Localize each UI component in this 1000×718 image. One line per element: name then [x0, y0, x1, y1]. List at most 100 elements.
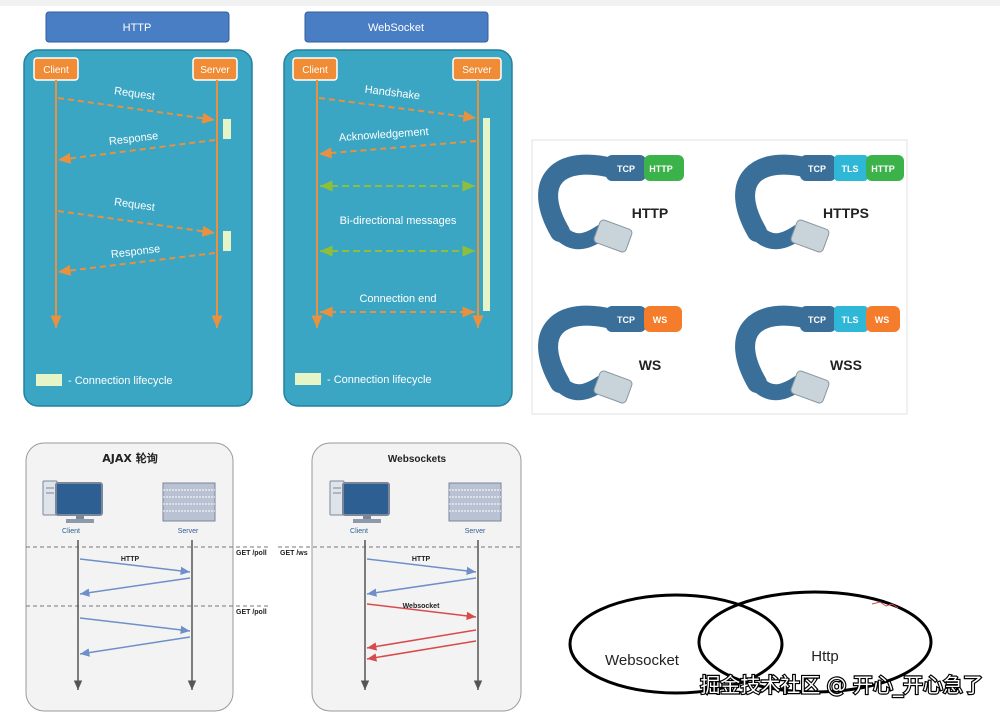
- segment-tcp-label: TCP: [617, 164, 635, 174]
- wsock-http-label: HTTP: [412, 556, 431, 563]
- cables-panel-bg: [531, 139, 908, 415]
- cable-body: [735, 305, 819, 393]
- segment-tcp-label: TCP: [617, 315, 635, 325]
- cable-caption: HTTP: [632, 205, 669, 221]
- ws-ack-arrow: [318, 140, 477, 159]
- wsock-ws-label: Websocket: [403, 603, 440, 610]
- cable-caption: HTTPS: [823, 205, 869, 221]
- wsock-server-label: Server: [465, 528, 486, 535]
- segment-ws-label: WS: [875, 315, 890, 325]
- wsock-title: Websockets: [388, 454, 447, 465]
- client-computer-icon: [329, 480, 390, 523]
- ajax-response-arrow-1: [79, 577, 191, 597]
- cable-body: [735, 154, 819, 242]
- http-server-box: [192, 57, 238, 81]
- http-request-arrow-1: [57, 97, 216, 124]
- connector-plug-icon: [790, 370, 830, 404]
- segment-tcp: [800, 155, 836, 181]
- http-client-label: Client: [43, 65, 69, 76]
- segment-tls: [834, 306, 868, 332]
- cable-caption: WSS: [830, 357, 862, 373]
- venn-websocket-circle: [568, 593, 784, 695]
- ws-client-label: Client: [302, 65, 328, 76]
- segment-tcp: [606, 155, 646, 181]
- http-legend-swatch: [36, 374, 62, 386]
- ws-legend-label: - Connection lifecycle: [327, 374, 432, 386]
- segment-ws: [644, 306, 682, 332]
- server-rack-icon: [448, 482, 502, 522]
- cable-body: [538, 305, 622, 393]
- segment-tls-label: TLS: [842, 164, 859, 174]
- ajax-server-label: Server: [178, 528, 199, 535]
- venn-right-label: Http: [811, 648, 839, 665]
- ajax-request-arrow-2: [79, 617, 191, 635]
- connector-plug-icon: [593, 219, 633, 253]
- wsock-get-label: GET /ws: [280, 550, 308, 557]
- segment-tcp: [606, 306, 646, 332]
- http-request-arrow-2: [57, 210, 216, 237]
- ajax-polling-panel: AJAX 轮询 Client Server GET /poll GET /pol…: [25, 442, 268, 712]
- ws-title-box: [304, 11, 489, 43]
- ajax-get-label-1: GET /poll: [236, 550, 267, 557]
- http-lifecycle-bar-2: [223, 231, 231, 251]
- red-scribble-mark: [871, 601, 899, 609]
- ws-legend-swatch: [295, 373, 321, 385]
- wsock-message-arrow-3: [366, 640, 477, 662]
- ajax-get-label-2: GET /poll: [236, 609, 267, 616]
- segment-http-label: HTTP: [871, 164, 895, 174]
- ws-client-box: [292, 57, 338, 81]
- http-request-label-1: Request: [113, 85, 155, 103]
- watermark-text: 掘金技术社区 @ 开心_开心急了: [700, 673, 983, 697]
- http-title: HTTP: [123, 22, 152, 34]
- http-lifecycle-bar-1: [223, 119, 231, 139]
- ajax-client-label: Client: [62, 528, 80, 535]
- cable-wss: TCP TLS WS WSS: [735, 305, 900, 404]
- ws-bidirectional-label: Bi-directional messages: [340, 215, 457, 227]
- wsock-handshake-request-arrow: [366, 558, 477, 576]
- connector-plug-icon: [790, 219, 830, 253]
- ws-title: WebSocket: [368, 22, 424, 34]
- segment-tls-label: TLS: [842, 315, 859, 325]
- venn-http-circle: [697, 590, 933, 694]
- venn-diagram: Websocket Http: [568, 590, 933, 695]
- cable-ws: TCP WS WS: [538, 305, 682, 404]
- http-request-label-2: Request: [113, 196, 155, 214]
- ws-server-label: Server: [462, 65, 492, 76]
- wsock-handshake-response-arrow: [366, 577, 477, 597]
- cable-body: [538, 154, 622, 242]
- protocol-cables-panel: TCP HTTP HTTP TCP TLS HTTP HTTPS TCP: [531, 139, 908, 415]
- http-response-label-1: Response: [108, 130, 159, 148]
- cable-https: TCP TLS HTTP HTTPS: [735, 154, 904, 253]
- http-panel: HTTP Client Server Request Response Requ…: [23, 11, 253, 407]
- segment-http: [866, 155, 904, 181]
- http-response-arrow-2: [57, 252, 216, 277]
- http-response-label-2: Response: [110, 243, 161, 261]
- cable-http: TCP HTTP HTTP: [538, 154, 684, 253]
- ajax-title: AJAX 轮询: [102, 451, 157, 465]
- segment-ws: [866, 306, 900, 332]
- segment-http-label: HTTP: [649, 164, 673, 174]
- wsock-client-label: Client: [350, 528, 368, 535]
- ws-handshake-arrow: [318, 97, 477, 122]
- connector-plug-icon: [593, 370, 633, 404]
- segment-http: [644, 155, 684, 181]
- segment-tls: [834, 155, 868, 181]
- http-panel-bg: [23, 49, 253, 407]
- http-response-arrow-1: [57, 139, 216, 164]
- http-server-label: Server: [200, 65, 230, 76]
- client-computer-icon: [42, 480, 103, 523]
- ws-lifecycle-bar: [483, 118, 490, 311]
- ajax-http-label: HTTP: [121, 556, 140, 563]
- server-rack-icon: [162, 482, 216, 522]
- segment-tcp-label: TCP: [808, 164, 826, 174]
- wsock-message-arrow-1: [366, 603, 477, 621]
- segment-tcp-label: TCP: [808, 315, 826, 325]
- ws-close-label: Connection end: [359, 293, 436, 305]
- segment-ws-label: WS: [653, 315, 668, 325]
- ajax-request-arrow-1: [79, 558, 191, 576]
- venn-left-label: Websocket: [605, 652, 680, 669]
- cable-caption: WS: [639, 357, 662, 373]
- ajax-response-arrow-2: [79, 636, 191, 657]
- http-legend-label: - Connection lifecycle: [68, 375, 173, 387]
